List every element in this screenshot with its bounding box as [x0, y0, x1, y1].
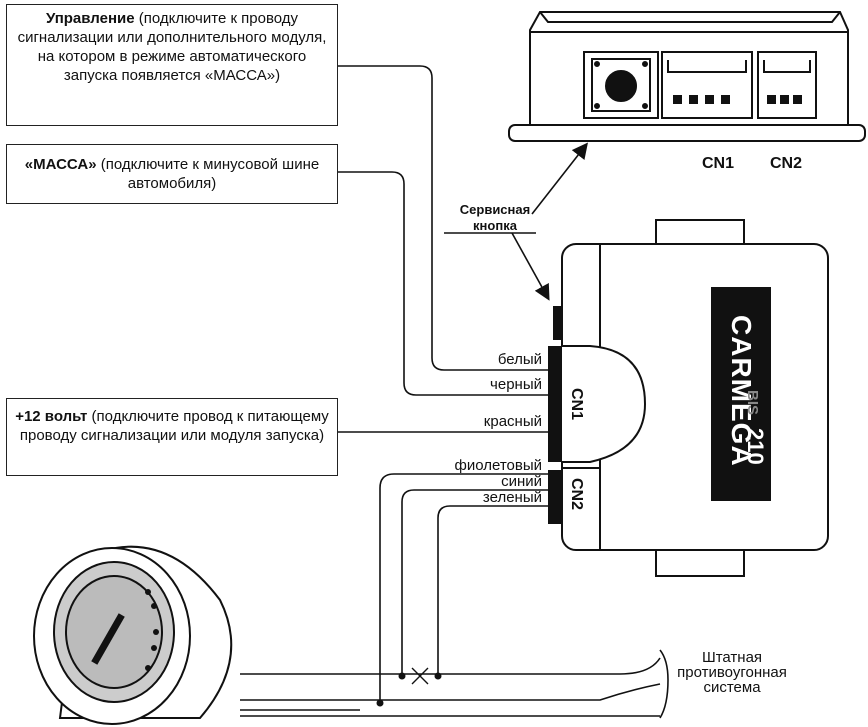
wire-label-violet: фиолетовый: [454, 457, 542, 474]
wires: [240, 65, 669, 719]
leader-arrows: [444, 142, 588, 301]
control-note: Управление (подключите к проводу сигнали…: [6, 4, 338, 126]
power-note: +12 вольт (подключите провод к питающему…: [6, 398, 338, 476]
ignition-lock: [33, 545, 233, 725]
ground-note: «МАССА» (подключите к минусовой шине авт…: [6, 144, 338, 204]
model-number-label: 210: [743, 428, 768, 465]
immobilizer-line2: противоугонная: [677, 664, 787, 681]
wire-label-blue: синий: [501, 473, 542, 490]
brand-label: CARMEGA: [726, 315, 757, 467]
immobilizer-line1: Штатная: [701, 649, 763, 666]
wire-label-black: черный: [490, 376, 542, 393]
detail-cn2-label: CN2: [770, 155, 803, 172]
cn1-pin-bar: [548, 346, 562, 462]
wire-label-white: белый: [497, 351, 542, 368]
ground-note-title: «МАССА»: [24, 156, 97, 173]
control-note-title: Управление: [45, 10, 135, 27]
service-button-mark: [553, 306, 562, 340]
wire-label-green: зеленый: [482, 489, 542, 506]
ground-note-text: (подключите к минусовой шине автомобиля): [96, 156, 320, 192]
power-note-title: +12 вольт: [15, 408, 88, 425]
cn1-label: CN1: [568, 388, 585, 420]
service-button-line1: Сервисная: [459, 202, 531, 217]
main-module: [561, 219, 829, 577]
control-note-text: (подключите к проводу сигнализации или д…: [17, 10, 327, 84]
connector-block-detail: [508, 11, 866, 142]
service-button-line2: кнопка: [473, 218, 517, 233]
model-prefix-label: BIS: [744, 390, 761, 415]
service-button-label: Сервисная кнопка: [450, 202, 540, 234]
detail-cn1-label: CN1: [702, 155, 735, 172]
immobilizer-label: Штатная противоугонная система: [676, 650, 788, 695]
immobilizer-line3: система: [703, 679, 761, 696]
wire-label-red: красный: [483, 413, 542, 430]
cn2-label: CN2: [568, 478, 585, 510]
cn2-pin-bar: [548, 470, 562, 524]
power-note-text: (подключите провод к питающему проводу с…: [19, 408, 329, 444]
